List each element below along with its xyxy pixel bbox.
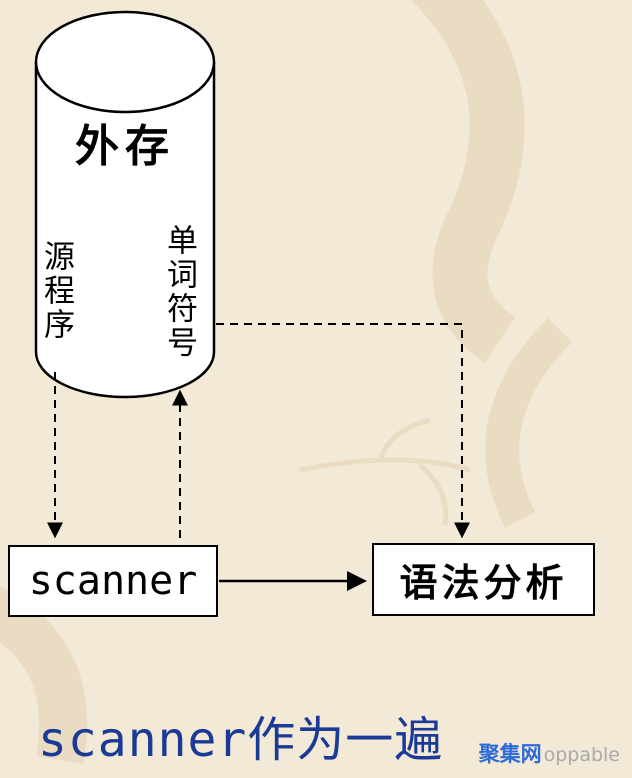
scanner-box: scanner (8, 545, 218, 617)
watermark-suffix: oppable (543, 744, 620, 766)
source-program-label: 源程序 (38, 240, 74, 342)
syntax-analysis-box: 语法分析 (372, 543, 595, 616)
token-symbols-label: 单词符号 (161, 224, 197, 360)
caption-text: scanner作为一遍 (38, 712, 444, 768)
watermark: 聚集网 oppable (479, 738, 620, 768)
watermark-brand: 聚集网 (478, 742, 542, 766)
arrow-tokens-to-parser (216, 323, 470, 539)
cylinder-title: 外存 (75, 121, 175, 172)
external-storage-cylinder (34, 10, 216, 399)
